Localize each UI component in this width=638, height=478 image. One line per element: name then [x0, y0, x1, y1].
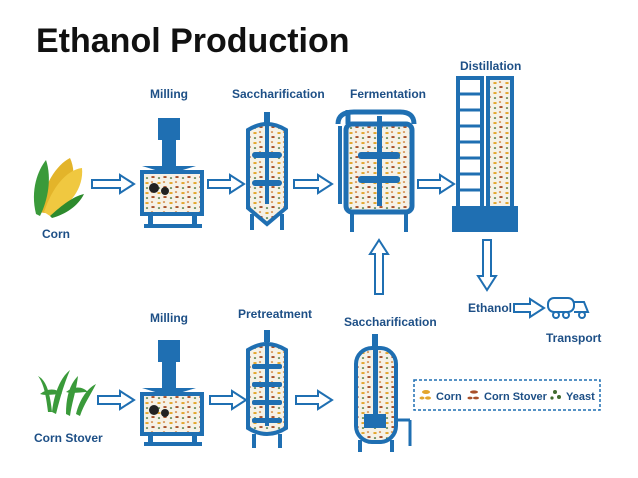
- step-saccharification-top-label: Saccharification: [232, 87, 325, 101]
- legend-corn-stover-label: Corn Stover: [484, 391, 548, 403]
- milling-machine-top: [140, 118, 204, 228]
- arrow-milling-to-saccharification-top: [207, 173, 246, 195]
- saccharification-tank-bottom: [354, 334, 412, 452]
- corn-stover-icon: [38, 370, 96, 416]
- arrow-stover-to-milling: [97, 389, 136, 411]
- corn-icon: [33, 158, 84, 218]
- tanker-truck-icon: [547, 297, 590, 319]
- arrow-milling-to-pretreatment: [209, 389, 248, 411]
- arrow-saccharification-to-fermentation: [293, 173, 334, 195]
- arrow-fermentation-to-distillation: [417, 173, 456, 195]
- step-fermentation-label: Fermentation: [350, 87, 426, 101]
- step-pretreatment-label: Pretreatment: [238, 307, 312, 321]
- legend-corn-label: Corn: [436, 391, 462, 403]
- step-distillation-label: Distillation: [460, 59, 521, 73]
- legend: Corn Corn Stover Yeast: [413, 379, 601, 411]
- transport-label: Transport: [546, 331, 601, 345]
- page-title: Ethanol Production: [36, 22, 350, 60]
- fermentation-tank: [335, 109, 417, 232]
- step-milling-top-label: Milling: [150, 87, 188, 101]
- corn-kernel-icon: [419, 390, 431, 400]
- arrow-up-to-fermentation: [368, 238, 390, 295]
- distillation-column: [452, 76, 518, 232]
- arrow-pretreatment-to-saccharification: [295, 389, 334, 411]
- legend-yeast-label: Yeast: [566, 391, 595, 403]
- step-milling-bottom-label: Milling: [150, 311, 188, 325]
- saccharification-tank-top: [246, 112, 288, 230]
- yeast-icon: [550, 390, 561, 400]
- corn-label: Corn: [42, 227, 70, 241]
- milling-machine-bottom: [140, 340, 204, 446]
- arrow-corn-to-milling: [91, 173, 136, 195]
- step-saccharification-bottom-label: Saccharification: [344, 315, 437, 329]
- ethanol-label: Ethanol: [468, 301, 512, 315]
- corn-stover-fiber-icon: [467, 390, 479, 400]
- arrow-ethanol-to-transport: [513, 297, 546, 319]
- corn-stover-label: Corn Stover: [34, 431, 103, 445]
- arrow-down-to-ethanol: [476, 239, 498, 292]
- pretreatment-tank: [246, 330, 288, 448]
